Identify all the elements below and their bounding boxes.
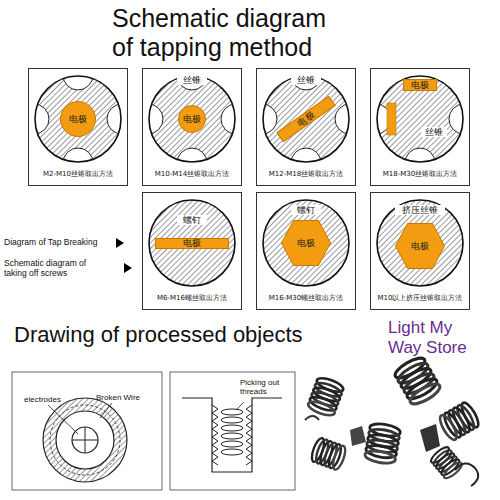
electrode-label: 电极 [69,115,87,124]
part-name: 丝锥 [177,75,207,85]
part-name: 螺钉 [291,205,321,215]
part-name: Picking out threads [240,378,294,396]
part-name: 丝锥 [291,75,321,85]
electrode-shape: 电极 [403,79,437,91]
electrode-label: 电极 [183,115,201,124]
electrode-shape: 电极 [178,105,206,133]
part-name: electrodes [24,395,61,404]
method-panel: 螺钉 M6-M16螺丝取出方法电极 [142,192,242,310]
panel-caption: M16-M30螺丝取出方法 [257,294,355,302]
electrode-label: 电极 [297,239,315,248]
electrode-drawing [12,372,162,490]
panel-caption: M10-M14丝锥取出方法 [143,170,241,178]
electrode-shape: 电极 [155,238,229,249]
electrode-label: 电极 [183,239,201,248]
watermark: Light My Way Store [388,318,480,358]
part-name: 丝锥 [421,127,447,137]
panel-caption: M2-M10丝锥取出方法 [29,170,127,178]
electrode-shape: 电极 [395,223,445,269]
electrode-shape: 电极 [60,101,96,137]
debris-photo [305,354,481,486]
method-panel: 丝锥 M10-M14丝锥取出方法电极 [142,68,242,186]
method-panel: 丝锥M12-M18丝锥取出方法电极 [256,68,356,186]
panel-caption: M12-M18丝锥取出方法 [257,170,355,178]
method-panel: 挤压丝锥 M10以上挤压丝锥取出方法电极 [370,192,470,310]
legend-note: Diagram of Tap Breaking [4,238,116,248]
electrode-label: 电极 [411,242,429,251]
part-name: Broken Wire [96,393,140,402]
cross-section [257,69,355,185]
section-heading: Drawing of processed objects [14,322,384,347]
part-name: 挤压丝锥 [395,205,445,215]
cross-section [143,193,241,309]
panel-caption: M18-M30丝锥取出方法 [371,170,469,178]
diagram-title: Schematic diagram of tapping method [112,4,352,62]
pointer-triangle [124,263,132,273]
method-panel: 丝锥 M18-M30丝锥取出方法电极 [370,68,470,186]
pointer-triangle [116,238,124,248]
method-panel: 螺钉 M16-M30螺丝取出方法电极 [256,192,356,310]
method-panel: M2-M10丝锥取出方法电极 [28,68,128,186]
electrode-label: 电极 [411,81,429,90]
electrode-shape: 电极 [281,220,331,266]
legend-note: Schematic diagram of taking off screws [4,259,104,279]
panel-caption: M6-M16螺丝取出方法 [143,294,241,302]
panel-caption: M10以上挤压丝锥取出方法 [371,294,469,302]
thread-drawing [170,372,295,490]
part-name: 螺钉 [177,215,207,225]
